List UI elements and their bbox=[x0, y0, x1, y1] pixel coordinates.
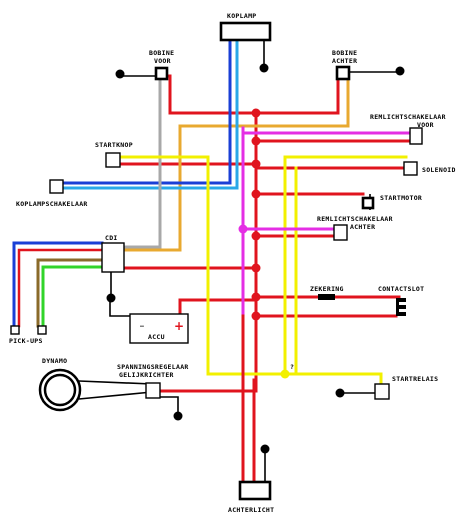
remlicht-voor-label-2: VOOR bbox=[417, 121, 434, 129]
junction bbox=[238, 224, 248, 234]
ground-dot bbox=[115, 69, 125, 79]
koplampschakelaar-box bbox=[49, 179, 64, 194]
orange-bobine-achter bbox=[122, 78, 350, 252]
contactslot-label: CONTACTSLOT bbox=[378, 285, 424, 293]
yellow-startknop bbox=[118, 155, 287, 376]
yellow-solenoid bbox=[283, 155, 408, 378]
blue-koplamp bbox=[61, 38, 232, 185]
startknop-box bbox=[105, 152, 121, 168]
contactslot-slot bbox=[399, 302, 408, 305]
junction bbox=[251, 231, 261, 241]
dynamo-label: DYNAMO bbox=[42, 357, 67, 365]
solenoid-label: SOLENOID bbox=[422, 166, 456, 174]
remlicht-voor-box bbox=[409, 127, 423, 145]
spanning-label-2: GELIJKRICHTER bbox=[119, 371, 174, 379]
red-pickup bbox=[17, 248, 104, 328]
bobine-achter-label-2: ACHTER bbox=[332, 57, 357, 65]
junction bbox=[251, 292, 261, 302]
startmotor-box bbox=[361, 196, 375, 210]
koplamp-box bbox=[219, 21, 272, 42]
accu-plus: + bbox=[174, 319, 184, 333]
startknop-label: STARTKNOP bbox=[95, 141, 133, 149]
koplamp-label: KOPLAMP bbox=[227, 12, 257, 20]
junction bbox=[251, 136, 261, 146]
bobine-voor-box bbox=[154, 66, 169, 81]
junction bbox=[251, 263, 261, 273]
ground-dot bbox=[260, 444, 270, 454]
koplampschakelaar-label: KOPLAMPSCHAKELAAR bbox=[16, 200, 88, 208]
zekering-label: ZEKERING bbox=[310, 285, 344, 293]
pickup-box bbox=[10, 325, 20, 335]
cdi-label: CDI bbox=[105, 234, 118, 242]
accu-label: ACCU bbox=[148, 333, 165, 341]
bobine-achter-label: BOBINE bbox=[332, 49, 357, 57]
ground-dot bbox=[259, 63, 269, 73]
red-bobine-voor bbox=[161, 74, 340, 115]
brown-pickup bbox=[36, 258, 104, 328]
dynamo-inner bbox=[43, 373, 77, 407]
remlicht-achter-label-2: ACHTER bbox=[350, 223, 375, 231]
remlicht-achter-box bbox=[333, 224, 348, 241]
startmotor-label: STARTMOTOR bbox=[380, 194, 422, 202]
question-mark: ? bbox=[290, 363, 294, 371]
junction bbox=[280, 369, 290, 379]
red-regelaar bbox=[158, 378, 258, 393]
blue-pickup bbox=[12, 241, 104, 328]
spanningsregelaar-box bbox=[145, 382, 161, 399]
pickup-box bbox=[37, 325, 47, 335]
junction bbox=[251, 108, 261, 118]
accu-box bbox=[129, 313, 189, 344]
accu-minus: — bbox=[140, 322, 144, 330]
yellow-startrelais bbox=[283, 372, 383, 384]
zekering-fuse bbox=[318, 294, 335, 300]
bobine-achter-box bbox=[335, 65, 351, 81]
green-pickup bbox=[41, 265, 104, 328]
startrelais-box bbox=[374, 383, 390, 400]
ground-dot bbox=[173, 411, 183, 421]
red-accu-plus bbox=[178, 298, 258, 316]
ground-dot bbox=[335, 388, 345, 398]
remlicht-achter-label: REMLICHTSCHAKELAAR bbox=[317, 215, 393, 223]
junctions bbox=[238, 108, 290, 379]
ground-dot bbox=[106, 293, 116, 303]
contactslot-icon bbox=[396, 298, 406, 316]
grey-cdi-bobine bbox=[122, 78, 162, 249]
solenoid-box bbox=[403, 161, 418, 176]
bobine-voor-label: BOBINE bbox=[149, 49, 174, 57]
bobine-voor-label-2: VOOR bbox=[154, 57, 171, 65]
lightblue-koplamp bbox=[61, 38, 239, 190]
orange-accu-minus bbox=[144, 300, 176, 314]
pickups-label: PICK-UPS bbox=[9, 337, 43, 345]
wires bbox=[12, 38, 412, 486]
orange-cdi-accu bbox=[124, 262, 137, 314]
junction bbox=[251, 189, 261, 199]
spanning-label: SPANNINGSREGELAAR bbox=[117, 363, 189, 371]
startrelais-label: STARTRELAIS bbox=[392, 375, 438, 383]
achterlicht-box bbox=[238, 480, 272, 501]
junction bbox=[251, 311, 261, 321]
achterlicht-label: ACHTERLICHT bbox=[228, 506, 274, 514]
contactslot-slot bbox=[399, 309, 408, 312]
remlicht-voor-label: REMLICHTSCHAKELAAR bbox=[370, 113, 446, 121]
ground-dot bbox=[395, 66, 405, 76]
cdi-box bbox=[101, 242, 125, 273]
junction bbox=[251, 159, 261, 169]
